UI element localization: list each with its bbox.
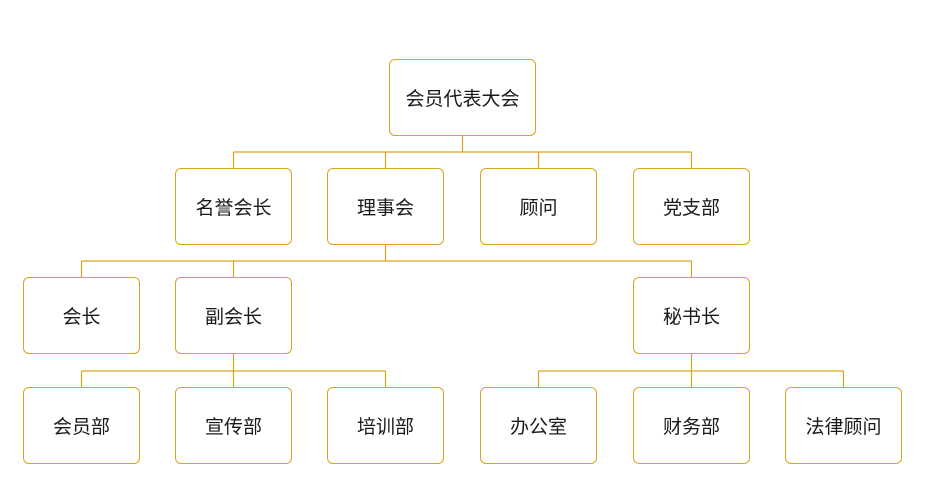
node-party-branch: 党支部 <box>633 168 750 245</box>
node-vice-president: 副会长 <box>175 277 292 354</box>
node-finance-dept: 财务部 <box>633 387 750 464</box>
node-council: 理事会 <box>327 168 444 245</box>
node-advisor: 顾问 <box>480 168 597 245</box>
node-assembly: 会员代表大会 <box>389 59 536 136</box>
node-training-dept: 培训部 <box>327 387 444 464</box>
node-publicity-dept: 宣传部 <box>175 387 292 464</box>
node-secretary-general: 秘书长 <box>633 277 750 354</box>
node-president: 会长 <box>23 277 140 354</box>
node-membership-dept: 会员部 <box>23 387 140 464</box>
node-legal-counsel: 法律顾问 <box>785 387 902 464</box>
node-honorary-president: 名誉会长 <box>175 168 292 245</box>
node-office: 办公室 <box>480 387 597 464</box>
